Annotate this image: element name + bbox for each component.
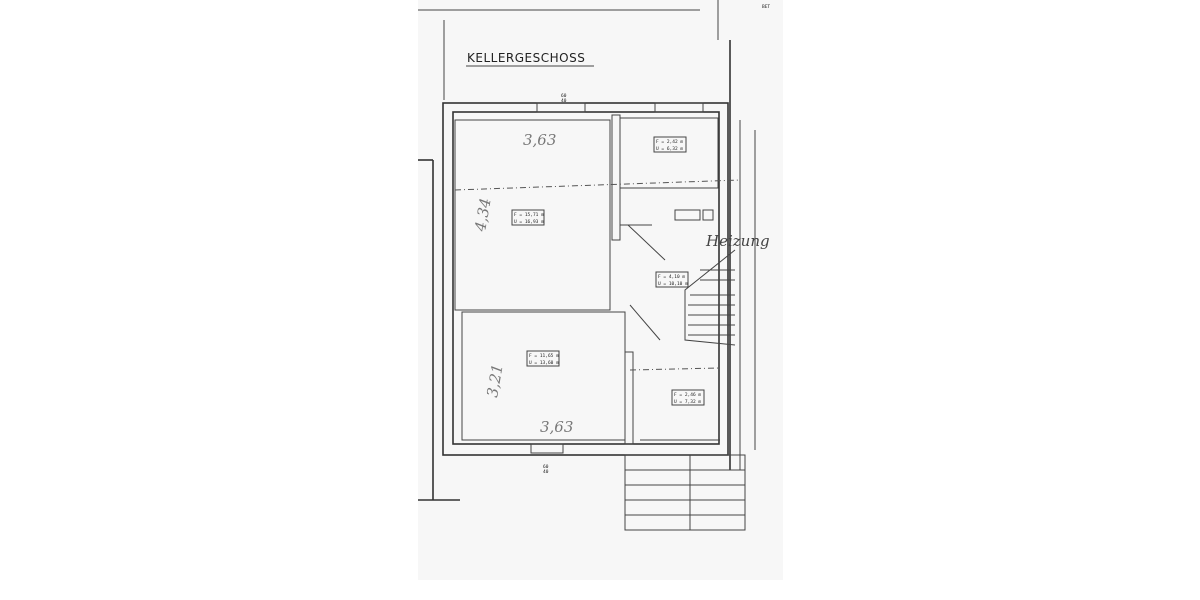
- room-label-3: F = 4,10 m U = 10,10 m: [655, 271, 689, 288]
- window-dim-top: 60: [561, 93, 567, 99]
- svg-text:F = 11,65 m: F = 11,65 m: [529, 353, 559, 359]
- handwritten-left-lower: 3,21: [483, 363, 507, 399]
- handwritten-top-width: 3,63: [523, 131, 556, 149]
- outside-stairs: [624, 454, 746, 531]
- svg-text:F = 4,10 m: F = 4,10 m: [658, 274, 685, 280]
- room-label-2: F = 2,42 m U = 6,32 m: [653, 136, 687, 153]
- window-right: [654, 102, 704, 113]
- svg-text:F = 2,42 m: F = 2,42 m: [656, 139, 683, 145]
- floor-plan-sheet: [418, 0, 783, 580]
- svg-text:U = 10,10 m: U = 10,10 m: [658, 281, 688, 287]
- neighbour-walls: [418, 0, 756, 501]
- door-swing: [627, 224, 666, 261]
- svg-text:U = 13,60 m: U = 13,60 m: [529, 360, 559, 366]
- handwritten-room-note: Heizung: [705, 232, 770, 250]
- outer-walls: [442, 102, 729, 456]
- staircase: [684, 249, 736, 346]
- room-label-4: F = 11,65 m U = 13,60 m: [526, 350, 560, 367]
- svg-text:U = 7,32 m: U = 7,32 m: [674, 399, 701, 405]
- svg-text:U = 16,93 m: U = 16,93 m: [514, 219, 544, 225]
- interior-walls: [454, 114, 741, 445]
- svg-text:F = 15,71 m: F = 15,71 m: [514, 212, 544, 218]
- handwritten-left-upper: 4,34: [471, 197, 495, 234]
- svg-text:F = 2,46 m: F = 2,46 m: [674, 392, 701, 398]
- svg-text:U = 6,32 m: U = 6,32 m: [656, 146, 683, 152]
- handwritten-bottom-width: 3,63: [540, 418, 573, 436]
- window-bottom: [530, 443, 564, 454]
- window-dim-bottom-2: 40: [543, 469, 549, 475]
- room-label-1: F = 15,71 m U = 16,93 m: [511, 209, 545, 226]
- window-dim-bottom: 40: [561, 98, 567, 104]
- plan-title: KELLERGESCHOSS: [467, 51, 585, 65]
- corner-label: BET: [762, 4, 770, 10]
- door-swing: [629, 304, 661, 341]
- window-dim-top-2: 60: [543, 464, 549, 470]
- room-label-5: F = 2,46 m U = 7,32 m: [671, 389, 705, 406]
- window-left: [536, 102, 586, 113]
